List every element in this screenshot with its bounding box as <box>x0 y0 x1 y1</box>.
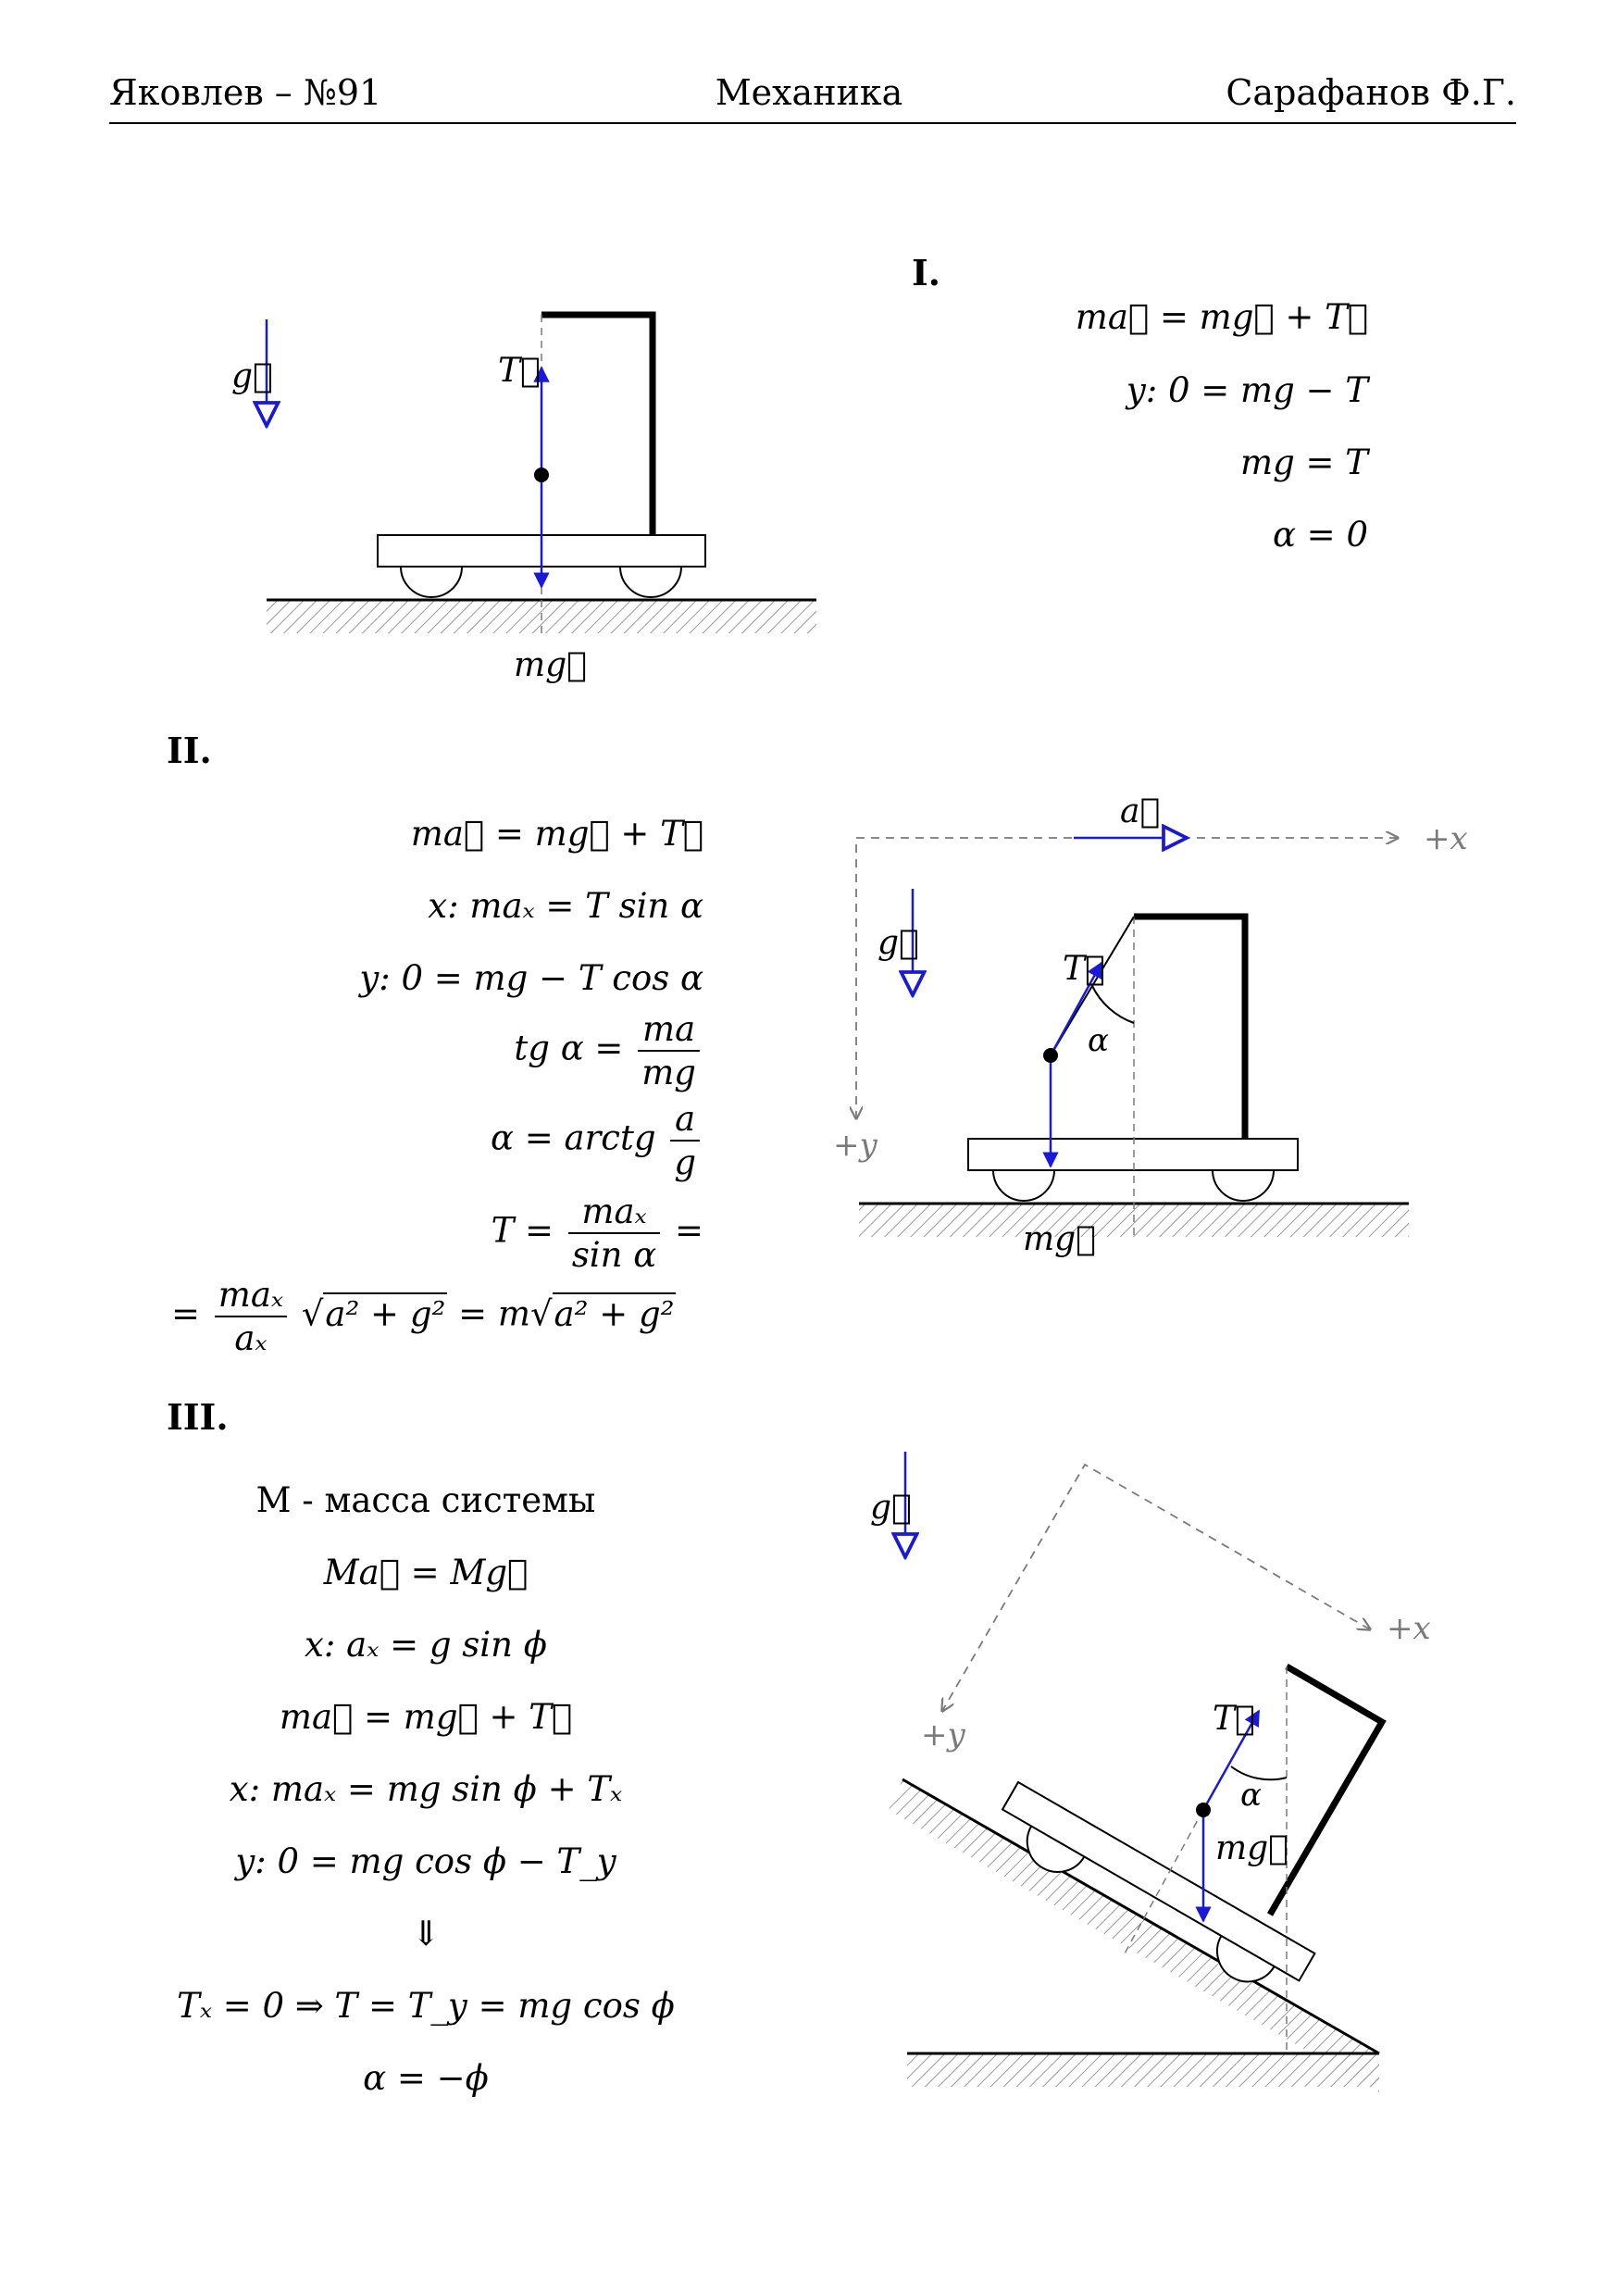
header-right: Сарафанов Ф.Г. <box>1226 72 1516 113</box>
s2-bracket <box>1134 913 1249 1139</box>
s2-eq-2: x: maₓ = T sin α <box>428 886 703 926</box>
s2-T-rhs: = <box>674 1210 703 1251</box>
s2-arctg-lhs: α = arctg <box>491 1117 656 1158</box>
s3-x-label: +x <box>1387 1610 1431 1647</box>
s2-final-lhs: = <box>171 1293 201 1334</box>
s1-eq-3: mg = T <box>1240 443 1368 482</box>
s3-eq-7: Tₓ = 0 ⇒ T = T_y = mg cos ϕ <box>177 1986 675 2026</box>
s2-final-sqrt-1: a² + g² <box>323 1292 448 1334</box>
s1-wheel-right <box>619 566 682 598</box>
header-left: Яковлев – №91 <box>109 72 382 113</box>
s3-eq-1: М - масса системы <box>255 1480 596 1520</box>
figure-2: +x +y a⃗ g⃗ α T⃗ mg⃗ <box>833 792 1468 1258</box>
s2-T-num: maₓ <box>567 1194 661 1234</box>
s2-eq-1: ma⃗ = mg⃗ + T⃗ <box>410 814 703 854</box>
s2-tg-fraction: ma mg <box>638 1012 700 1090</box>
s2-final-sqrt-2: a² + g² <box>552 1292 677 1334</box>
s2-arctg-num: a <box>670 1102 700 1142</box>
s2-alpha-label: α <box>1088 1022 1109 1059</box>
s2-arctg-fraction: a g <box>670 1102 700 1179</box>
s2-mass <box>1043 1048 1058 1063</box>
s2-tg-num: ma <box>638 1012 700 1052</box>
header-center: Механика <box>715 72 903 113</box>
s3-g-label: g⃗ <box>870 1489 912 1527</box>
s2-wheel-left <box>992 1169 1055 1202</box>
s2-wheel-right <box>1212 1169 1275 1202</box>
s3-eq-6: y: 0 = mg cos ϕ − T_y <box>235 1841 616 1881</box>
s3-eq-4: ma⃗ = mg⃗ + T⃗ <box>279 1697 573 1737</box>
s2-eq-arctg: α = arctg a g <box>491 1102 703 1179</box>
s2-final-num: maₓ <box>214 1278 288 1317</box>
section-2-label: II. <box>167 730 212 771</box>
s3-eq-5: x: maₓ = mg sin ϕ + Tₓ <box>229 1769 623 1809</box>
s2-x-label: +x <box>1424 820 1468 857</box>
s2-tension-arrow <box>1049 961 1103 1056</box>
s2-T-label: T⃗ <box>1063 950 1105 988</box>
s1-g-label: g⃗ <box>231 357 273 395</box>
s3-wheel-right <box>1216 1935 1276 1983</box>
s3-angle-arc <box>1230 1766 1288 1781</box>
s1-eq-1: ma⃗ = mg⃗ + T⃗ <box>1075 297 1368 337</box>
s2-T-fraction: maₓ sin α <box>567 1194 661 1275</box>
s1-T-label: T⃗ <box>498 352 541 390</box>
s1-eq-2: y: 0 = mg − T <box>1126 370 1368 410</box>
sqrt-icon: √ <box>301 1293 324 1334</box>
header-rule <box>109 122 1516 124</box>
s3-bracket <box>1266 1663 1387 1916</box>
s3-y-label: +y <box>921 1716 965 1753</box>
s2-cart <box>967 1138 1299 1171</box>
s2-eq-final: = maₓ aₓ √a² + g² = m√a² + g² <box>171 1278 677 1358</box>
s3-incline <box>902 1778 1380 2055</box>
s3-eq-3: x: aₓ = g sin ϕ <box>305 1625 547 1665</box>
s2-eq-T: T = maₓ sin α = <box>492 1194 703 1272</box>
s2-tg-lhs: tg α = <box>514 1028 624 1068</box>
s2-axes <box>856 838 1398 1118</box>
s2-eq-3: y: 0 = mg − T cos α <box>359 958 703 998</box>
section-3-label: III. <box>167 1396 229 1438</box>
s2-angle-arc <box>1091 985 1135 1024</box>
s2-tg-den: mg <box>641 1053 696 1092</box>
s2-final-fraction: maₓ aₓ <box>214 1278 288 1358</box>
s1-wheel-left <box>400 566 463 598</box>
s1-bracket <box>541 311 656 535</box>
s3-cart <box>1001 1780 1316 1982</box>
s2-a-label: a⃗ <box>1120 792 1160 830</box>
figure-1: g⃗ T⃗ mg⃗ <box>231 311 816 684</box>
sqrt-icon: √ <box>529 1293 553 1334</box>
s2-T-den: sin α <box>571 1235 657 1275</box>
s2-eq-tg: tg α = ma mg <box>514 1012 703 1090</box>
s2-T-lhs: T = <box>491 1210 554 1251</box>
s1-mg-label: mg⃗ <box>514 646 587 684</box>
figure-3: g⃗ +x +y α T⃗ mg⃗ <box>870 1452 1431 2092</box>
s3-mass <box>1196 1803 1211 1817</box>
s2-final-den: aₓ <box>234 1318 268 1358</box>
s2-arctg-den: g <box>674 1142 696 1182</box>
s3-tension-arrow <box>1201 1709 1261 1811</box>
s2-g-label: g⃗ <box>877 924 919 962</box>
s3-wheel-left <box>1026 1825 1086 1873</box>
s3-ground-hatch <box>907 2053 1379 2087</box>
s1-mass <box>534 468 549 482</box>
s3-alpha-label: α <box>1240 1777 1262 1814</box>
s3-mg-label: mg⃗ <box>1215 1829 1288 1867</box>
s2-final-mid: = m <box>458 1293 530 1334</box>
s3-eq-8: α = −ϕ <box>363 2058 489 2098</box>
s3-eq-implies: ⇓ <box>411 1914 441 1953</box>
s3-normal-line <box>1124 1809 1204 1954</box>
s1-eq-4: α = 0 <box>1272 515 1368 555</box>
s2-mg-label: mg⃗ <box>1023 1220 1096 1258</box>
s3-T-label: T⃗ <box>1213 1700 1255 1738</box>
section-1-label: I. <box>912 252 941 293</box>
s2-y-label: +y <box>833 1127 877 1164</box>
s3-eq-2: Ma⃗ = Mg⃗ <box>323 1553 529 1592</box>
s3-axes <box>942 1463 1370 1711</box>
